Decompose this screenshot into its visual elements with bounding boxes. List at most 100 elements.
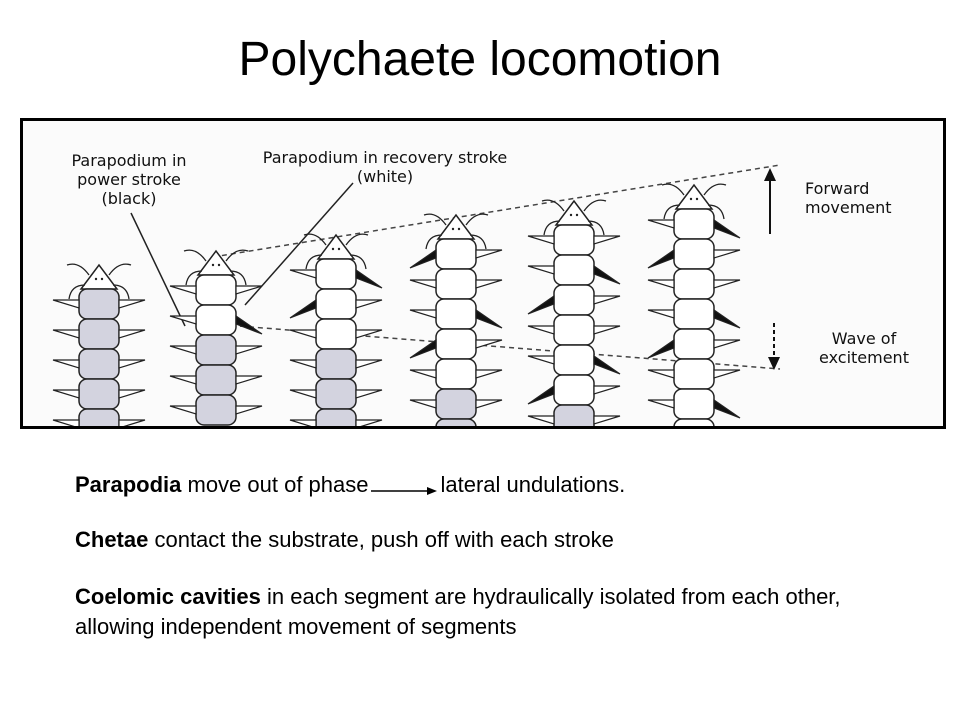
parapodium-recovery-stroke [118,299,146,309]
worm-segment [195,334,237,366]
chetae-text: contact the substrate, push off with eac… [148,527,614,552]
undulation-text: lateral undulations. [440,472,626,497]
locomotion-diagram: Parapodium in power stroke (black) Parap… [20,118,946,429]
parapodium-recovery-stroke [355,329,383,339]
body-line-coelomic: Coelomic cavities in each segment are hy… [75,582,905,642]
forward-guide-line [212,164,781,258]
forward-arrow-icon [764,168,776,234]
parapodium-recovery-stroke [169,375,197,385]
parapodium-recovery-stroke [52,419,80,426]
parapodium-recovery-stroke [409,369,437,379]
parapodium-recovery-stroke [118,419,146,426]
parapodium-power-stroke [409,248,437,269]
parapodium-recovery-stroke [475,249,503,259]
parapodium-power-stroke [647,248,675,269]
worm-3 [289,233,383,426]
parapodium-recovery-stroke [355,419,383,426]
worm-segment [435,418,477,426]
parapodium-recovery-stroke [52,359,80,369]
worm-segment [435,298,477,330]
parapodium-recovery-stroke [647,399,675,409]
worm-segment [673,208,715,240]
parapodium-recovery-stroke [527,265,555,275]
power-stroke-label: Parapodium in power stroke (black) [71,151,187,208]
parapodium-recovery-stroke [475,399,503,409]
worm-5 [527,199,621,426]
parapodium-power-stroke [647,338,675,359]
worm-segment [673,418,715,426]
parapodium-recovery-stroke [169,315,197,325]
worm-1 [52,263,146,426]
worm-segment [435,238,477,270]
parapodium-recovery-stroke [527,355,555,365]
worm-segment [673,268,715,300]
parapodium-recovery-stroke [52,299,80,309]
parapodium-recovery-stroke [475,279,503,289]
parapodium-recovery-stroke [593,295,621,305]
parapodium-recovery-stroke [409,399,437,409]
worm-segment [553,374,595,406]
parapodium-recovery-stroke [647,309,675,319]
parapodium-recovery-stroke [118,389,146,399]
parapodium-recovery-stroke [289,359,317,369]
parapodium-recovery-stroke [355,359,383,369]
body-line-parapodia: Parapodia move out of phase lateral undul… [75,470,905,500]
parapodium-recovery-stroke [169,285,197,295]
worm-segment [315,348,357,380]
worm-segment [315,288,357,320]
worm-segment [435,388,477,420]
worm-segment [315,258,357,290]
worm-segment [78,288,120,320]
worm-segment [553,224,595,256]
parapodium-recovery-stroke [235,345,263,355]
wave-arrow-icon [768,323,780,370]
worm-segment [315,408,357,426]
parapodium-recovery-stroke [409,309,437,319]
recovery-stroke-label: Parapodium in recovery stroke (white) [262,148,508,186]
arrow-icon [369,470,441,500]
parapodium-recovery-stroke [52,389,80,399]
parapodium-recovery-stroke [355,299,383,309]
parapodium-recovery-stroke [235,375,263,385]
parapodium-power-stroke [527,384,555,405]
worm-segment [553,284,595,316]
recovery-stroke-pointer [244,182,354,306]
worm-segment [553,404,595,426]
parapodium-power-stroke [713,308,741,329]
parapodia-text: move out of phase [181,472,369,497]
parapodium-power-stroke [713,218,741,239]
worm-segment [78,408,120,426]
power-stroke-pointer [130,212,186,327]
worm-segment [315,378,357,410]
parapodium-recovery-stroke [647,279,675,289]
forward-movement-label: Forward movement [805,179,892,217]
parapodium-power-stroke [409,338,437,359]
worm-segment [195,304,237,336]
parapodium-recovery-stroke [289,269,317,279]
worm-illustration [52,164,781,426]
parapodium-recovery-stroke [409,279,437,289]
worm-2 [169,249,263,426]
parapodium-recovery-stroke [527,325,555,335]
parapodium-recovery-stroke [235,285,263,295]
worm-segment [435,328,477,360]
parapodium-power-stroke [593,354,621,375]
parapodium-power-stroke [475,308,503,329]
worm-segment [673,238,715,270]
term-parapodia: Parapodia [75,472,182,497]
parapodium-power-stroke [289,298,317,319]
worm-segment [435,268,477,300]
parapodium-recovery-stroke [713,279,741,289]
worm-6 [647,183,741,426]
worm-segment [78,378,120,410]
worm-segment [673,298,715,330]
parapodium-recovery-stroke [235,405,263,415]
parapodium-recovery-stroke [169,405,197,415]
parapodium-recovery-stroke [169,345,197,355]
worm-segment [673,328,715,360]
parapodium-power-stroke [593,264,621,285]
worm-segment [673,388,715,420]
worm-4 [409,213,503,426]
parapodium-power-stroke [235,314,263,335]
parapodium-recovery-stroke [593,325,621,335]
